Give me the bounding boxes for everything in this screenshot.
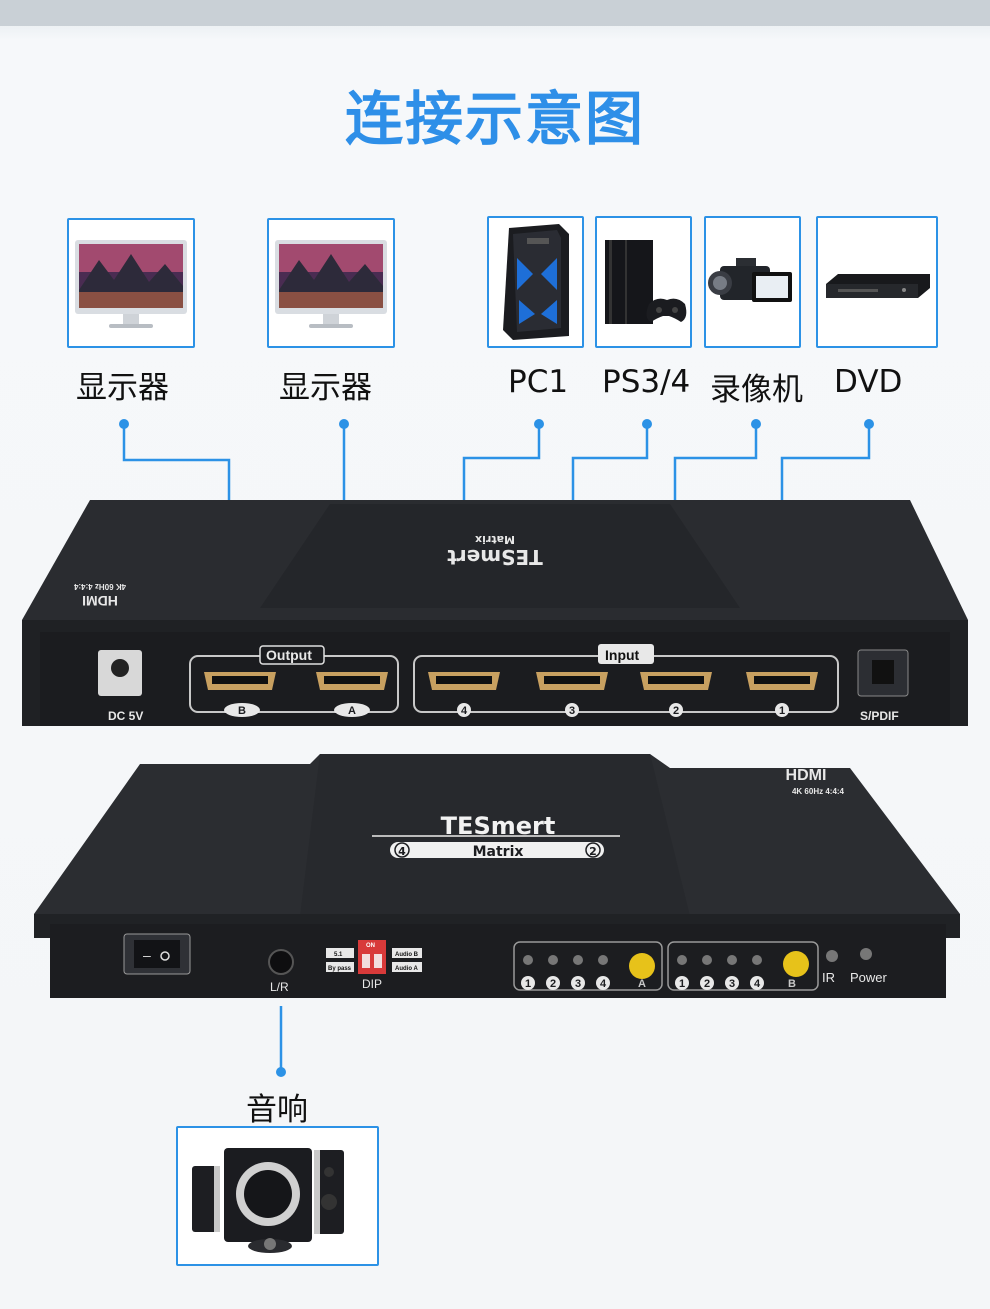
- output-label: Output: [266, 647, 312, 663]
- rear-spec: 4K 60Hz 4:4:4: [73, 582, 126, 591]
- output-port-b: B: [238, 705, 246, 717]
- rear-model: Matrix: [475, 533, 515, 546]
- monitor-b-label: 显示器: [76, 370, 169, 406]
- page-title: 连接示意图: [344, 85, 645, 153]
- monitor-icon: [275, 240, 387, 328]
- speaker-icon: [192, 1148, 344, 1253]
- group-b-3: 3: [729, 978, 735, 990]
- ir-label: IR: [822, 970, 835, 985]
- speaker-label: 音响: [246, 1092, 308, 1128]
- pc-label: PC1: [508, 364, 569, 400]
- input-port-4: 4: [461, 705, 468, 717]
- group-a-1: 1: [525, 978, 531, 990]
- front-hdmi-logo: HDMI: [786, 767, 827, 784]
- dip-51: 5.1: [334, 952, 343, 958]
- group-a-4: 4: [600, 978, 607, 990]
- power-label: Power: [850, 970, 888, 985]
- monitor-b-box: [67, 218, 195, 348]
- speaker-box: [176, 1126, 379, 1266]
- monitor-icon: [75, 240, 187, 328]
- input-port-1: 1: [779, 705, 785, 717]
- svg-text:–: –: [143, 947, 151, 963]
- monitor-a-box: [267, 218, 395, 348]
- camcorder-box: [704, 216, 801, 348]
- input-port-2: 2: [673, 705, 679, 717]
- rear-hdmi-logo: HDMI: [82, 593, 118, 609]
- group-a-2: 2: [550, 978, 556, 990]
- matrix-front-panel: – L/R DIP IR Power 5.1 By pass Audio B A…: [34, 754, 960, 998]
- group-b-button-label: B: [788, 978, 796, 990]
- dvd-label: DVD: [834, 364, 903, 400]
- dvd-box: [816, 216, 938, 348]
- group-b-4: 4: [754, 978, 761, 990]
- dip-audio-a: Audio A: [395, 966, 418, 972]
- group-a-3: 3: [575, 978, 581, 990]
- matrix-rear-panel: DC 5V Output Input S/PDIF B A 4 3 2 1 TE…: [22, 500, 968, 726]
- ps-box: [595, 216, 692, 348]
- front-spec: 4K 60Hz 4:4:4: [792, 787, 845, 796]
- front-badge-left: 4: [398, 845, 406, 858]
- dip-audio-b: Audio B: [395, 952, 419, 958]
- group-a-button-label: A: [638, 978, 646, 990]
- pc-tower-icon: [503, 224, 569, 340]
- top-strip: [0, 0, 990, 26]
- dip-bypass: By pass: [328, 966, 352, 972]
- dip-label: DIP: [362, 977, 382, 991]
- rear-brand: TESmert: [447, 545, 543, 569]
- front-model: Matrix: [473, 844, 524, 860]
- spdif-label: S/PDIF: [860, 709, 899, 723]
- front-badge-right: 2: [589, 845, 597, 858]
- front-brand: TESmert: [441, 812, 556, 840]
- group-b-1: 1: [679, 978, 685, 990]
- group-b-2: 2: [704, 978, 710, 990]
- pc-box: [487, 216, 584, 348]
- dvd-player-icon: [826, 274, 930, 298]
- dc-label: DC 5V: [108, 709, 143, 723]
- lr-label: L/R: [270, 980, 289, 994]
- monitor-a-label: 显示器: [279, 370, 372, 406]
- game-console-icon: [605, 240, 687, 324]
- ps-label: PS3/4: [602, 364, 691, 400]
- output-port-a: A: [348, 705, 356, 717]
- camcorder-label: 录像机: [710, 372, 803, 408]
- camcorder-icon: [708, 258, 792, 302]
- input-port-3: 3: [569, 705, 575, 717]
- input-label: Input: [605, 647, 640, 663]
- dip-on: ON: [366, 943, 375, 949]
